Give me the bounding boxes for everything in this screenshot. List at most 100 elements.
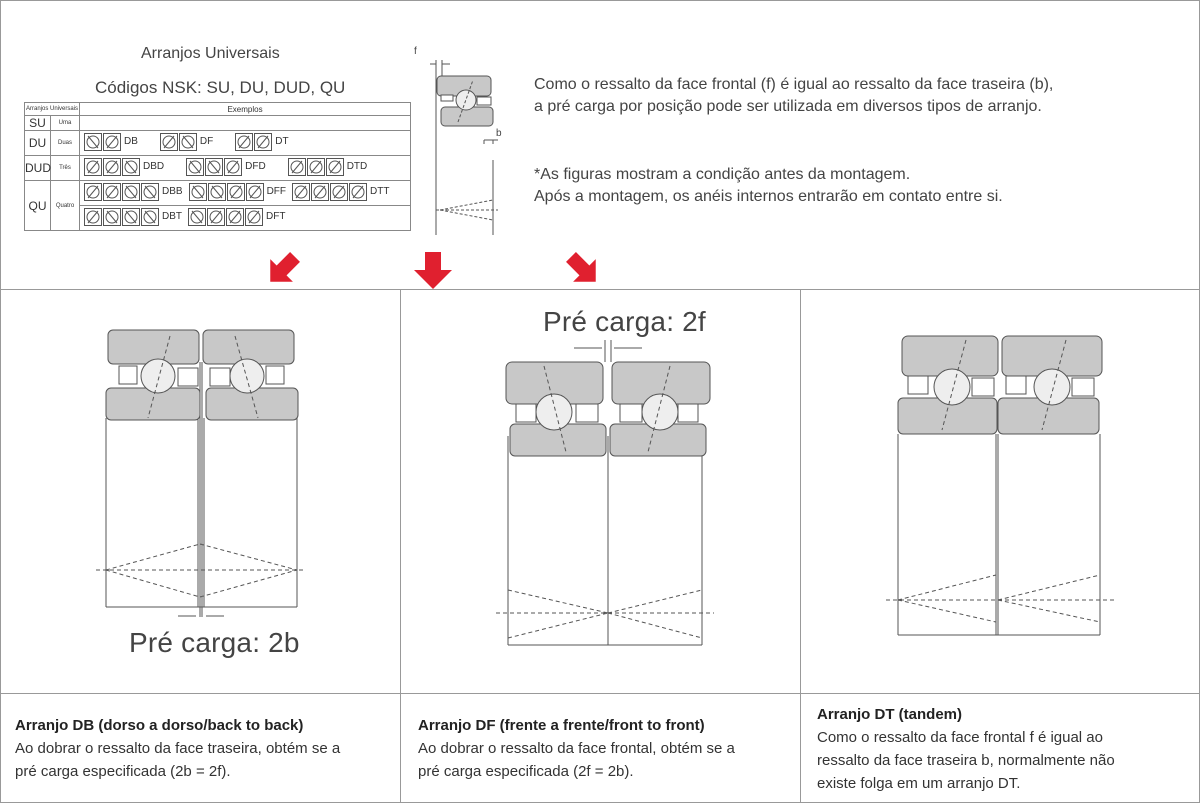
table-row: DBT DFT [25,205,411,231]
arrangement-label: DTD [346,161,368,172]
arrow-down-left [270,252,300,282]
bearing-symbol [103,132,121,151]
bearing-symbol [254,132,273,151]
red-arrows [270,252,596,289]
bearing-symbol [122,157,140,176]
dt-caption-title: Arranjo DT (tandem) [817,706,963,723]
cage-part [1005,375,1027,395]
contact-line [457,79,474,123]
bearing-symbol [245,182,264,201]
b-label: b [496,128,502,139]
arrangement-group: DBT [84,207,182,226]
df-caption-title: Arranjo DF (frente a frente/front to fro… [418,717,705,734]
arrangement-label: DBB [162,186,183,197]
load-line [439,199,494,211]
db-arrangement-diagram [96,329,305,617]
db-caption-body-1: Ao dobrar o ressalto da face traseira, o… [15,740,341,757]
cage-part [1071,377,1095,397]
arrangement-label: DBT [162,211,182,222]
bearing-symbol [207,182,226,201]
row-examples: DBD DFD DTD [79,155,411,181]
bearing-symbol [188,207,206,226]
bearing-symbol [245,207,263,226]
load-line [439,209,494,221]
table-row: DUD Três DBD DFD DTD [24,155,411,181]
ball-left [933,368,971,406]
arrangement-group: DTD [287,157,368,176]
bearing-symbol [103,182,121,201]
df-caption-body-2: pré carga especificada (2f = 2b). [418,763,634,780]
bearing-symbol [226,207,244,226]
table-header-examples: Exemplos [79,102,411,116]
dt-arrangement-diagram [886,335,1116,636]
row-code: SU [24,115,51,131]
db-preload-label: Pré carga: 2b [129,627,300,658]
bearing-symbol [224,157,243,176]
divider-col-2 [800,289,801,803]
bearing-symbol [205,157,224,176]
ball-right [1033,368,1071,406]
ball-left [140,358,176,394]
row-code: QU [24,180,51,231]
arrangement-group: DFD [186,157,266,176]
df-preload-label: Pré carga: 2f [543,306,706,337]
bearing-symbol [186,157,205,176]
bearing-symbol [141,182,159,201]
bearing-symbol [103,207,121,226]
cage-part [209,367,231,387]
row-count: Uma [50,115,80,131]
arrangement-label: DFT [266,211,286,222]
arrangement-label: DFF [266,186,287,197]
row-count: Três [50,155,80,181]
bearing-symbol [330,182,349,201]
bearing-symbol [84,207,102,226]
arrangement-group: DFF [188,182,287,201]
cage-part [907,375,929,395]
divider-top [0,289,1200,290]
arrangement-group: DT [235,132,289,151]
ball-left [535,393,573,431]
df-arrangement-diagram [496,340,714,646]
arrangement-group: DBD [84,157,165,176]
bearing-symbol [207,207,225,226]
bearing-symbol [311,182,330,201]
cage-part [619,403,643,423]
arrangement-codes-table: Arranjos Universais Exemplos SU Uma DU D… [24,102,411,231]
arrangement-label: DBD [143,161,165,172]
cage-part [440,94,454,102]
arrangement-label: DT [275,136,289,147]
arrow-down [414,252,452,289]
arrangement-group: DFT [188,207,286,226]
info-line-2: a pré carga por posição pode ser utiliza… [534,98,1042,115]
bearing-symbol [159,132,178,151]
row-examples: DBT DFT [79,205,411,231]
nsk-codes-title: Códigos NSK: SU, DU, DUD, QU [95,78,346,97]
section-title: Arranjos Universais [141,45,280,62]
row-examples: DBB DFF DTT [79,180,411,206]
single-bearing-diagram: f b [414,46,502,235]
cage-part [118,365,138,385]
bearing-symbol [84,157,102,176]
row-code: DUD [24,155,51,181]
ball-right [229,358,265,394]
arrangement-label: DFD [245,161,266,172]
row-count: Duas [50,130,80,156]
arrangement-label: DTT [370,186,390,197]
cage-part [177,367,199,387]
bearing-symbol [103,157,121,176]
dt-caption-body-2: ressalto da face traseira b, normalmente… [817,752,1115,769]
cage-part [515,403,537,423]
arrangement-group: DBB [84,182,183,201]
cage-part [575,403,599,423]
cage-part [476,96,492,106]
cage-part [265,365,285,385]
row-code: DU [24,130,51,156]
bearing-symbol [84,182,102,201]
bearing-symbol [349,182,368,201]
bearing-symbol [122,207,140,226]
cage-part [677,403,699,423]
bearing-symbol [178,132,197,151]
divider-col-1 [400,289,401,803]
